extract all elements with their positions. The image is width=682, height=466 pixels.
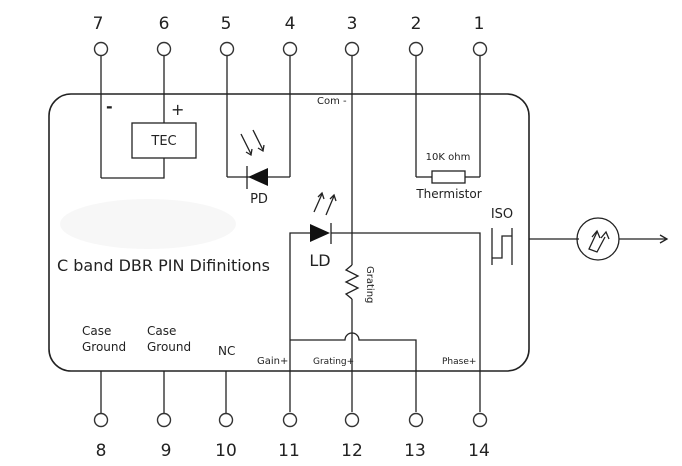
grating-label: Grating bbox=[364, 266, 375, 303]
ld-label: LD bbox=[309, 251, 330, 270]
pin-number: 10 bbox=[215, 441, 237, 461]
grating-plus-label: Grating+ bbox=[313, 357, 354, 367]
top-pin-7: 7 bbox=[93, 14, 109, 178]
ld-diode-icon bbox=[310, 224, 330, 242]
tec-component: - + TEC bbox=[101, 97, 197, 179]
pin-terminal bbox=[219, 41, 235, 57]
pin-terminal bbox=[344, 412, 360, 428]
iso-label: ISO bbox=[491, 207, 513, 222]
pin-number: 14 bbox=[468, 441, 490, 461]
top-pin-2: 2 bbox=[408, 14, 424, 177]
isolator-iso: ISO bbox=[491, 207, 513, 265]
pin-terminal bbox=[156, 412, 172, 428]
pin-number: 3 bbox=[347, 14, 358, 34]
bottom-pin-8: 8 bbox=[93, 371, 109, 461]
pin-number: 4 bbox=[285, 14, 296, 34]
resistance-label: 10K ohm bbox=[426, 152, 471, 163]
case-ground-9-line2: Ground bbox=[147, 340, 191, 354]
grating-zigzag-icon bbox=[344, 264, 360, 300]
pin-terminal bbox=[93, 412, 109, 428]
pin-terminal bbox=[218, 412, 234, 428]
tec-plus-label: + bbox=[171, 100, 184, 119]
thermistor-label: Thermistor bbox=[415, 187, 481, 201]
pin-terminal bbox=[344, 41, 360, 57]
nc-label: NC bbox=[218, 344, 235, 358]
output-circle-icon bbox=[576, 217, 620, 261]
pin-number: 1 bbox=[474, 14, 485, 34]
case-ground-8-line1: Case bbox=[82, 324, 111, 338]
tec-minus-label: - bbox=[106, 97, 113, 116]
photodiode-pd: PD bbox=[227, 129, 290, 207]
top-pin-4: 4 bbox=[282, 14, 298, 177]
watermark-blob bbox=[60, 199, 236, 249]
pin-number: 7 bbox=[93, 14, 104, 34]
case-ground-8-line2: Ground bbox=[82, 340, 126, 354]
pin-number: 11 bbox=[278, 441, 300, 461]
thermistor-resistor-icon bbox=[431, 170, 466, 184]
top-pin-3: 3 bbox=[344, 14, 360, 265]
pin-terminal bbox=[472, 412, 488, 428]
pin-terminal bbox=[156, 41, 172, 57]
top-pin-5: 5 bbox=[219, 14, 235, 177]
pin-number: 9 bbox=[161, 441, 172, 461]
com-minus-label: Com - bbox=[317, 96, 347, 107]
pin-number: 13 bbox=[404, 441, 426, 461]
pin-terminal bbox=[408, 41, 424, 57]
top-pin-1: 1 bbox=[472, 14, 488, 177]
pin-terminal bbox=[282, 412, 298, 428]
pd-label: PD bbox=[250, 192, 268, 207]
emitted-light-arrows-icon bbox=[313, 191, 337, 216]
bottom-pin-12: 12 bbox=[341, 412, 363, 461]
grating-plus-wire bbox=[290, 332, 417, 412]
grating-resistor: Grating bbox=[344, 264, 375, 412]
pin-number: 12 bbox=[341, 441, 363, 461]
tec-label: TEC bbox=[150, 134, 176, 149]
pin-number: 5 bbox=[221, 14, 232, 34]
pin-number: 2 bbox=[411, 14, 422, 34]
output-arrow-icon bbox=[659, 234, 669, 244]
pd-diode-icon bbox=[248, 168, 268, 186]
diagram-title: C band DBR PIN Difinitions bbox=[57, 256, 270, 275]
iso-step-icon bbox=[492, 235, 512, 259]
bottom-pin-10: 10 bbox=[215, 371, 237, 461]
gain-plus-label: Gain+ bbox=[257, 356, 288, 367]
top-pin-6: 6 bbox=[156, 14, 172, 123]
thermistor-component: 10K ohm Thermistor bbox=[415, 152, 481, 201]
phase-plus-label: Phase+ bbox=[442, 357, 476, 367]
pin-terminal bbox=[93, 41, 109, 57]
package-body bbox=[48, 93, 530, 372]
bottom-pin-14: 14 bbox=[468, 412, 490, 461]
incoming-light-arrows-icon bbox=[240, 129, 265, 157]
case-ground-9-line1: Case bbox=[147, 324, 176, 338]
bottom-pin-13: 13 bbox=[404, 412, 426, 461]
bottom-pin-11: 11 bbox=[278, 412, 300, 461]
pin-number: 8 bbox=[96, 441, 107, 461]
pin-number: 6 bbox=[159, 14, 170, 34]
laser-diode-ld: LD bbox=[289, 191, 481, 412]
pin-terminal bbox=[472, 41, 488, 57]
pin-terminal bbox=[408, 412, 424, 428]
bottom-pin-9: 9 bbox=[156, 371, 172, 461]
pin-terminal bbox=[282, 41, 298, 57]
optical-output bbox=[576, 217, 669, 261]
